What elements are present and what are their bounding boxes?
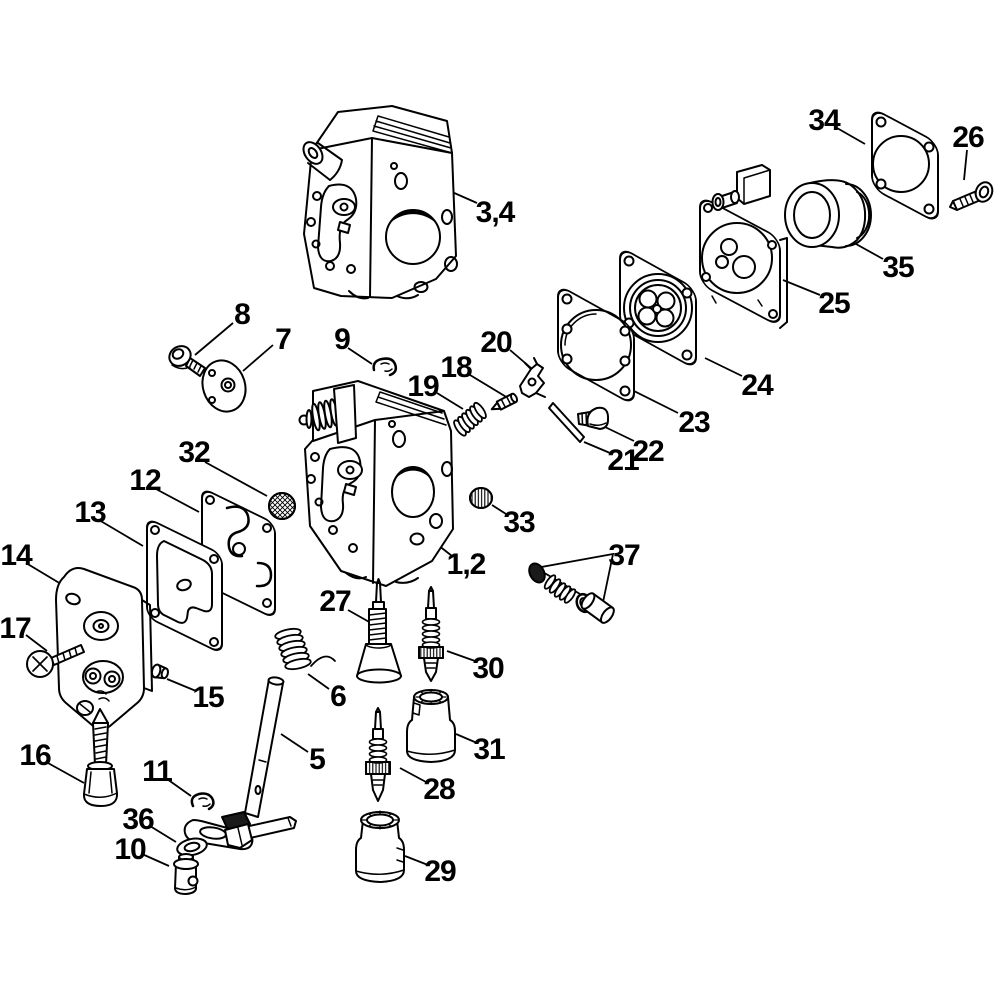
part-label-27: 27: [319, 585, 351, 618]
part-label-25: 25: [818, 287, 850, 320]
part-label-32: 32: [178, 436, 210, 469]
inlet-bulb-16: [82, 708, 119, 807]
part-label-35: 35: [882, 251, 914, 284]
cover-disc-7: [201, 359, 247, 413]
pump-gasket-13: [146, 520, 223, 651]
part-label-22: 22: [632, 435, 664, 468]
pivot-pin-21: [548, 402, 585, 443]
part-label-14: 14: [0, 539, 32, 572]
part-label-23: 23: [678, 406, 710, 439]
limiter-cap-29: [355, 810, 405, 883]
pump-cover-14: [55, 567, 153, 731]
part-label-18: 18: [440, 351, 472, 384]
needle-28: [365, 707, 391, 802]
inlet-screen-32: [268, 492, 296, 520]
gasket-34: [871, 111, 939, 220]
pump-end-plate-25: [699, 164, 788, 329]
diaphragm-24: [619, 250, 697, 366]
swivel-10: [173, 853, 199, 895]
part-label-17: 17: [0, 612, 32, 645]
screw-8: [168, 345, 206, 377]
part-label-15: 15: [192, 681, 224, 714]
part-label-30: 30: [472, 652, 504, 685]
part-label-19: 19: [407, 370, 439, 403]
part-label-5: 5: [309, 743, 326, 776]
limiter-cap-31: [406, 688, 456, 763]
part-label-28: 28: [423, 773, 455, 806]
part-label-31: 31: [473, 733, 505, 766]
part-label-36: 36: [122, 803, 154, 836]
part-label-16: 16: [19, 739, 51, 772]
inlet-needle-18: [490, 392, 519, 411]
plug-screen-33: [469, 487, 493, 509]
part-label-10: 10: [114, 833, 146, 866]
e-clip-11: [190, 792, 215, 811]
part-label-34: 34: [808, 104, 840, 137]
part-label-3-4: 3,4: [475, 196, 516, 229]
carburetor-body-lower: [298, 380, 454, 587]
bushing-35: [784, 179, 872, 249]
part-label-12: 12: [129, 464, 161, 497]
needle-30: [418, 586, 444, 682]
gasket-23: [557, 288, 635, 402]
part-label-29: 29: [424, 855, 456, 888]
e-clip-9: [372, 357, 398, 377]
spring-19: [453, 401, 487, 437]
metering-lever-20: [519, 357, 546, 398]
part-label-21: 21: [607, 444, 639, 477]
part-label-13: 13: [74, 496, 106, 529]
part-label-26: 26: [952, 121, 984, 154]
part-label-9: 9: [334, 323, 351, 356]
plug-15: [150, 663, 170, 680]
part-label-20: 20: [480, 326, 512, 359]
throttle-return-spring-6: [274, 627, 336, 671]
part-label-8: 8: [234, 298, 251, 331]
part-label-7: 7: [275, 323, 292, 356]
part-label-1-2: 1,2: [446, 548, 487, 581]
screw-17: [26, 644, 85, 678]
part-label-11: 11: [142, 755, 173, 788]
part-label-37: 37: [608, 539, 640, 572]
carburetor-body-upper: [302, 105, 458, 300]
screw-22: [577, 406, 610, 430]
part-label-6: 6: [330, 680, 347, 713]
leader-lines: [25, 127, 968, 867]
adjustment-screw-27: [356, 578, 402, 684]
part-label-24: 24: [741, 369, 773, 402]
part-label-33: 33: [503, 506, 535, 539]
service-kit-37: [528, 562, 615, 624]
washer-36: [176, 837, 208, 857]
screw-26: [949, 181, 994, 211]
